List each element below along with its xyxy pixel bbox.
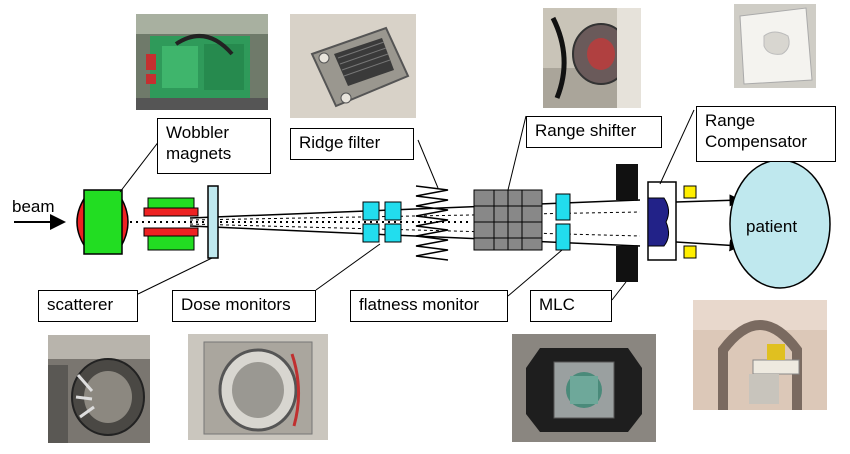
beam-envelope-upper (189, 199, 641, 219)
beam-envelope-lower (189, 225, 641, 247)
label-range-comp-line2: Compensator (705, 132, 808, 151)
leader-flatness-monitor (507, 249, 563, 297)
flatness-monitor-lower (555, 223, 571, 251)
label-mlc: MLC (530, 290, 612, 322)
label-ridge-filter: Ridge filter (290, 128, 414, 160)
flatness-monitor-upper (555, 193, 571, 221)
label-range-comp-line1: Range (705, 111, 756, 130)
beam-to-patient-upper (675, 194, 742, 207)
beam-envelope-inner-lower (189, 223, 641, 237)
label-range-shifter: Range shifter (526, 116, 662, 148)
label-range-compensator: Range Compensator (696, 106, 836, 162)
label-scatterer: scatterer (38, 290, 138, 322)
wobbler-magnet-upper-red (143, 207, 199, 217)
wobbler-magnet-block (83, 189, 123, 255)
range-compensator-element (647, 197, 670, 247)
ridge-filter-element (415, 185, 449, 261)
wobbler-magnets-photo (136, 14, 268, 110)
label-wobbler-line1: Wobbler (166, 123, 229, 142)
dose-monitor-2b (384, 223, 402, 243)
ridge-filter-photo (290, 14, 416, 118)
mlc-photo (512, 334, 656, 442)
dose-monitor-2 (384, 201, 402, 221)
scatterer-photo (48, 335, 150, 443)
jaw-upper (683, 185, 697, 199)
label-wobbler-line2: magnets (166, 144, 232, 163)
jaw-lower (683, 245, 697, 259)
beam-to-patient-lower (675, 239, 742, 252)
label-dose-monitors: Dose monitors (172, 290, 316, 322)
wobbler-magnet-lower (147, 235, 195, 251)
mlc-jaw-lower (616, 246, 638, 282)
scatterer-plate (207, 185, 219, 259)
leader-ridge-filter (417, 139, 439, 189)
leader-range-shifter (507, 115, 527, 191)
label-beam: beam (12, 197, 55, 216)
mlc-jaw-upper (616, 164, 638, 200)
leader-dose-monitors (315, 243, 381, 291)
label-patient: patient (746, 217, 798, 236)
leader-scatterer (137, 257, 213, 295)
patient-couch-photo (693, 300, 827, 410)
dose-monitor-1 (362, 201, 380, 221)
range-compensator-photo (734, 4, 816, 88)
label-wobbler-magnets: Wobbler magnets (157, 118, 271, 174)
wobbler-magnet-lower-red (143, 227, 199, 237)
dose-monitors-photo (188, 334, 328, 440)
dose-monitor-1b (362, 223, 380, 243)
label-flatness-monitor: flatness monitor (350, 290, 508, 322)
range-shifter-photo (543, 8, 641, 108)
leader-range-compensator (659, 109, 695, 185)
leader-mlc (611, 281, 627, 301)
